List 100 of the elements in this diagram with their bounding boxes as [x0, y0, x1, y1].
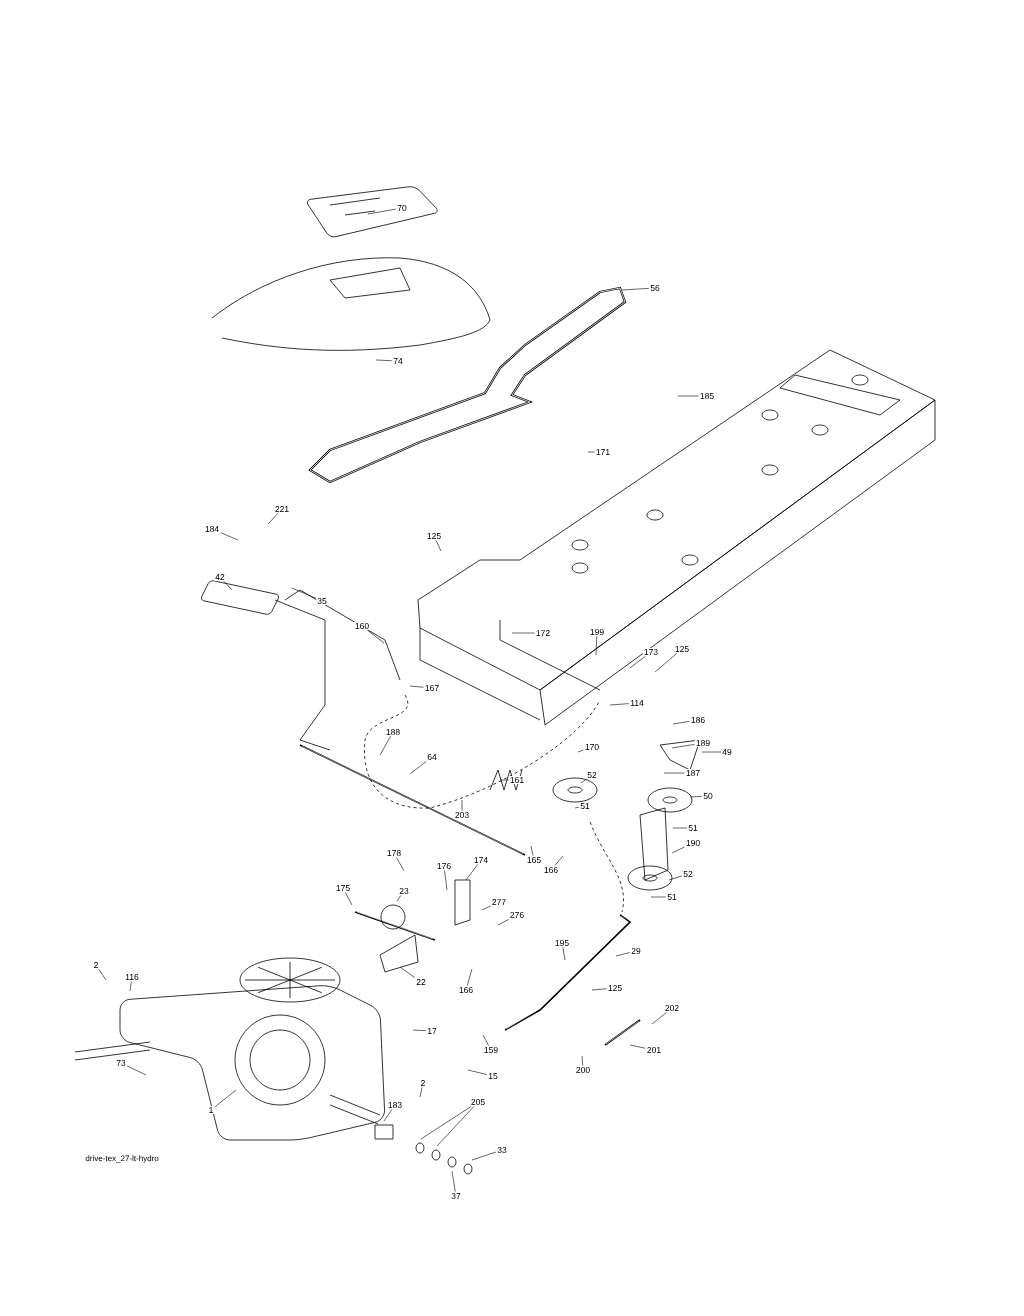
leader-line	[668, 875, 683, 881]
leader-line	[412, 1029, 427, 1031]
leader-line	[98, 969, 107, 981]
leader-line	[580, 779, 587, 784]
callout-number: 22	[415, 978, 427, 986]
callout-number: 174	[472, 856, 490, 864]
leader-line	[671, 744, 695, 749]
callout-number: 171	[594, 448, 612, 456]
leader-line	[383, 1109, 393, 1122]
leader-line	[482, 1034, 489, 1046]
leader-line	[220, 532, 239, 541]
leader-line	[396, 857, 405, 872]
callout-number: 166	[457, 986, 475, 994]
callout-number: 42	[214, 573, 226, 581]
leader-line	[497, 919, 509, 926]
leader-line	[591, 988, 607, 991]
leader-line	[420, 1106, 472, 1140]
leader-line	[654, 653, 678, 673]
leader-line	[554, 855, 564, 866]
leader-line	[345, 892, 353, 906]
callout-number: 160	[353, 622, 371, 630]
callout-number: 166	[542, 866, 560, 874]
leader-line	[214, 1089, 237, 1108]
leader-line	[671, 846, 685, 854]
callout-number: 159	[482, 1046, 500, 1054]
callout-number: 221	[273, 505, 291, 513]
callout-number: 201	[645, 1046, 663, 1054]
leader-line	[574, 806, 580, 809]
callout-number: 185	[698, 392, 716, 400]
callout-number: 116	[124, 973, 140, 981]
leader-line	[677, 395, 699, 397]
callout-number: 277	[490, 898, 508, 906]
callout-number: 64	[426, 753, 438, 761]
callout-number: 70	[396, 204, 408, 212]
leader-line	[129, 981, 132, 992]
callout-number: 205	[469, 1098, 487, 1106]
callout-number: 183	[386, 1101, 404, 1109]
leader-line	[367, 208, 397, 215]
leader-line	[650, 896, 667, 898]
leader-line	[629, 1044, 646, 1049]
leader-line	[461, 799, 463, 811]
leader-line	[629, 656, 646, 669]
leader-line	[689, 796, 703, 798]
callout-number: 56	[649, 284, 661, 292]
leader-line	[379, 736, 391, 756]
leader-line	[481, 905, 491, 911]
leader-line	[466, 968, 473, 986]
callout-number: 186	[689, 716, 707, 724]
leader-line	[651, 1012, 667, 1025]
callout-number: 51	[666, 893, 678, 901]
leader-line	[436, 1106, 475, 1147]
callout-number: 35	[316, 597, 328, 605]
callout-number: 189	[694, 739, 712, 747]
callout-number: 199	[588, 628, 606, 636]
callout-number: 178	[385, 849, 403, 857]
callout-number: 175	[334, 884, 352, 892]
leader-line	[267, 513, 279, 525]
leader-line	[419, 1087, 423, 1098]
callout-number: 51	[579, 802, 591, 810]
callout-number: 125	[606, 984, 624, 992]
leader-line	[396, 895, 402, 902]
callout-number: 125	[425, 532, 443, 540]
leader-line	[399, 966, 416, 978]
leader-line	[409, 761, 427, 775]
leader-line	[291, 587, 317, 599]
callout-number: 200	[574, 1066, 592, 1074]
leader-line	[451, 1170, 456, 1192]
leader-line	[375, 359, 393, 362]
callout-number: 276	[508, 911, 526, 919]
callout-number: 33	[496, 1146, 508, 1154]
callout-number: 203	[453, 811, 471, 819]
leader-line	[587, 451, 595, 453]
callout-number: 73	[115, 1059, 127, 1067]
leader-line	[409, 685, 424, 688]
leader-line	[223, 581, 233, 591]
callout-number: 188	[384, 728, 402, 736]
callout-number: 173	[642, 648, 660, 656]
callout-number: 165	[525, 856, 543, 864]
callout-number: 15	[487, 1072, 499, 1080]
callout-number: 23	[398, 887, 410, 895]
callout-number: 52	[682, 870, 694, 878]
callout-number: 195	[553, 939, 571, 947]
callout-number: 161	[508, 776, 526, 784]
leader-line	[577, 749, 584, 753]
leader-line	[465, 864, 479, 881]
callout-number: 51	[687, 824, 699, 832]
callout-number: 114	[629, 699, 645, 707]
leader-line	[126, 1065, 147, 1076]
leader-line	[471, 1151, 497, 1161]
callout-number: 202	[663, 1004, 681, 1012]
leader-line	[530, 845, 534, 856]
callout-number: 167	[423, 684, 441, 692]
leader-line	[581, 1055, 583, 1066]
callout-number: 170	[583, 743, 601, 751]
callout-number: 2	[92, 961, 100, 969]
caption-text: drive-tex_27-lt-hydro	[85, 1155, 159, 1163]
callout-number: 176	[435, 862, 453, 870]
leader-line	[672, 721, 690, 725]
leader-line	[595, 636, 598, 656]
callout-number: 2	[419, 1079, 427, 1087]
